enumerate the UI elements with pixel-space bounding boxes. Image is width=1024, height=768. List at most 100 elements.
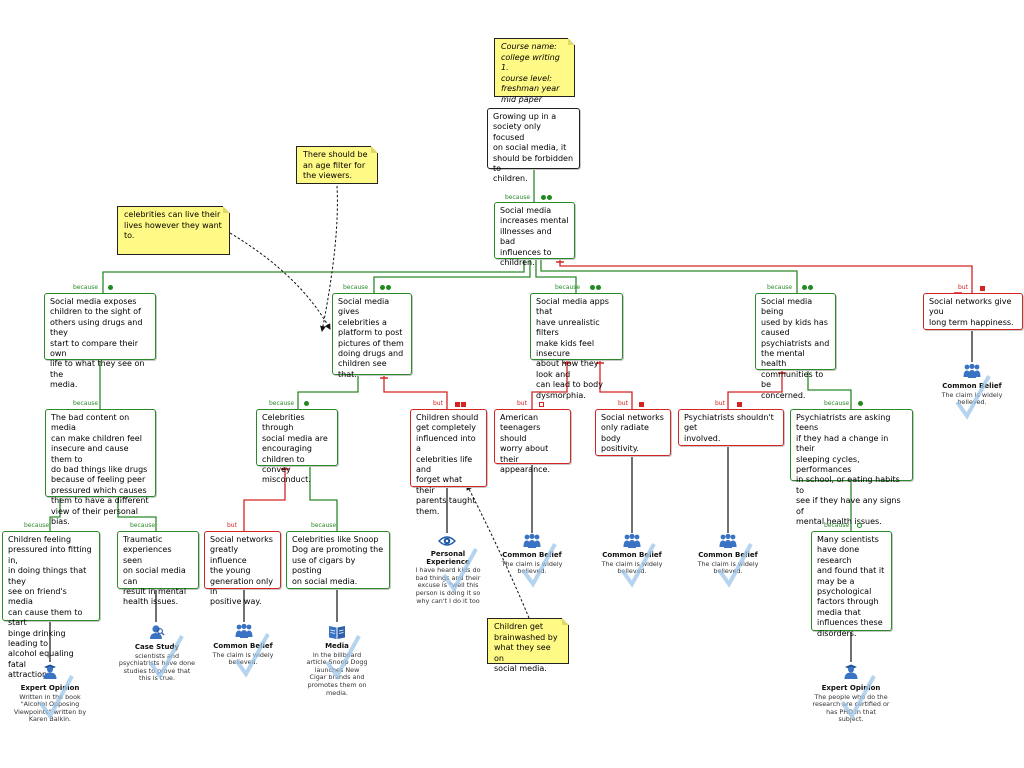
reason-main[interactable]: Social media increases mental illnesses …	[494, 202, 575, 267]
support-dot	[547, 195, 552, 200]
tag-because: because	[73, 400, 99, 407]
note-celebrities-live[interactable]: celebrities can live their lives however…	[117, 206, 230, 255]
basis-psych-not: Common Belief The claim is widely believ…	[686, 551, 770, 576]
support-dot	[808, 285, 813, 290]
oppose-square	[737, 402, 742, 407]
pointer-celebritieslive	[229, 232, 331, 330]
support-dot	[380, 285, 385, 290]
reason-used-by-kids[interactable]: Social media being used by kids has caus…	[755, 293, 836, 400]
basis-title: Common Belief	[502, 551, 562, 559]
objection-young-gen[interactable]: Social networks greatly influence the yo…	[204, 531, 281, 606]
tag-because: because	[311, 522, 337, 529]
tag-because: because	[824, 522, 850, 529]
basis-title: Personal Experience	[426, 550, 470, 566]
reason-bad-content[interactable]: The bad content on media can make childr…	[45, 409, 156, 526]
support-dot	[108, 285, 113, 290]
basis-text: In the billboard article Snoop Dogg laun…	[306, 650, 368, 697]
support-dot	[596, 285, 601, 290]
objection-happiness[interactable]: Social networks give you long term happi…	[923, 293, 1023, 330]
reason-scientists[interactable]: Many scientists have done research and f…	[811, 531, 892, 638]
reason-platform[interactable]: Social media gives celebrities a platfor…	[332, 293, 412, 379]
reason-filters[interactable]: Social media apps that have unrealistic …	[530, 293, 623, 400]
link-psychnot-usedbykids	[727, 370, 783, 409]
oppose-square	[461, 402, 466, 407]
basis-traumatic: Case Study scientists and psychiatrists …	[112, 643, 202, 683]
support-dot	[304, 401, 309, 406]
basis-title: Common Belief	[698, 551, 758, 559]
tag-but: but	[715, 400, 725, 407]
basis-american-teens: Common Belief The claim is widely believ…	[490, 551, 574, 576]
basis-peer-pressure: Expert Opinion Written in the book "Alco…	[6, 684, 94, 724]
common-belief-icon	[963, 363, 981, 378]
basis-title: Expert Opinion	[821, 684, 881, 692]
common-belief-icon	[623, 533, 641, 548]
link-positivity-filters	[599, 360, 633, 409]
tag-because: because	[24, 522, 50, 529]
basis-text: The people who do the research are certi…	[812, 692, 890, 724]
basis-text: The claim is widely believed.	[601, 559, 663, 576]
basis-text: I have heard kids do bad things and thei…	[415, 566, 481, 605]
tag-but: but	[958, 284, 968, 291]
oppose-square-hollow	[539, 402, 544, 407]
support-dot	[386, 285, 391, 290]
oppose-square	[980, 286, 985, 291]
support-dot	[590, 285, 595, 290]
basis-snoop: Media In the billboard article Snoop Dog…	[298, 642, 376, 697]
tag-but: but	[227, 522, 237, 529]
link-main-filters	[535, 258, 577, 293]
oppose-square	[639, 402, 644, 407]
oppose-square	[455, 402, 460, 407]
basis-happiness: Common Belief The claim is widely believ…	[928, 382, 1016, 407]
tag-because: because	[767, 284, 793, 291]
note-brainwashed[interactable]: Children get brainwashed by what they se…	[487, 618, 569, 673]
reason-celebs-encourage[interactable]: Celebrities through social media are enc…	[256, 409, 338, 484]
common-belief-icon	[719, 533, 737, 548]
tag-but: but	[618, 400, 628, 407]
reason-peer-pressure[interactable]: Children feeling pressured into fitting …	[2, 531, 100, 679]
link-completely-platform	[383, 375, 448, 409]
objection-positivity[interactable]: Social networks only radiate body positi…	[595, 409, 671, 456]
basis-text: The claim is widely believed.	[212, 650, 274, 667]
common-belief-icon	[523, 533, 541, 548]
pointer-brainwashed	[466, 484, 530, 619]
basis-text: scientists and psychiatrists have done s…	[118, 651, 196, 683]
link-main-platform	[373, 258, 531, 293]
basis-title: Common Belief	[213, 642, 273, 650]
link-younggen-celebs	[243, 466, 286, 531]
reason-psych-asking[interactable]: Psychiatrists are asking teens if they h…	[790, 409, 913, 526]
eye-icon	[438, 536, 456, 546]
note-age-filter[interactable]: There should be an age filter for the vi…	[296, 146, 378, 184]
case-study-icon	[150, 625, 165, 639]
reason-snoop[interactable]: Celebrities like Snoop Dog are promoting…	[286, 531, 390, 589]
support-dot	[802, 285, 807, 290]
tag-because: because	[824, 400, 850, 407]
link-main-usedbykids	[540, 258, 798, 293]
reason-exposes[interactable]: Social media exposes children to the sig…	[44, 293, 156, 389]
basis-text: The claim is widely believed.	[941, 390, 1003, 407]
support-dot-hollow	[857, 523, 862, 528]
objection-american-teens[interactable]: American teenagers should worry about th…	[494, 409, 571, 474]
link-celebs-snoop	[309, 466, 338, 531]
contention-root[interactable]: Growing up in a society only focused on …	[487, 108, 580, 183]
link-main-exposes	[102, 258, 525, 293]
link-badcontent-traumatic	[117, 497, 157, 531]
objection-psych-not[interactable]: Psychiatrists shouldn't get involved.	[678, 409, 784, 446]
tag-because: because	[269, 400, 295, 407]
basis-scientists: Expert Opinion The people who do the res…	[806, 684, 896, 724]
reason-traumatic[interactable]: Traumatic experiences seen on social med…	[117, 531, 199, 606]
link-americanteens-filters	[531, 360, 568, 409]
basis-title: Case Study	[134, 643, 180, 651]
tag-because: because	[73, 284, 99, 291]
link-badcontent-peer	[49, 497, 61, 531]
objection-completely-influenced[interactable]: Children should get completely influence…	[410, 409, 487, 516]
link-happiness-main	[559, 258, 973, 293]
basis-positivity: Common Belief The claim is widely believ…	[590, 551, 674, 576]
basis-text: Written in the book "Alcohol Opposing Vi…	[13, 692, 87, 724]
basis-title: Common Belief	[602, 551, 662, 559]
note-course-info[interactable]: Course name: college writing 1. course l…	[494, 38, 575, 104]
support-dot	[858, 401, 863, 406]
common-belief-icon	[235, 623, 253, 638]
link-platform-celebs	[297, 375, 359, 409]
